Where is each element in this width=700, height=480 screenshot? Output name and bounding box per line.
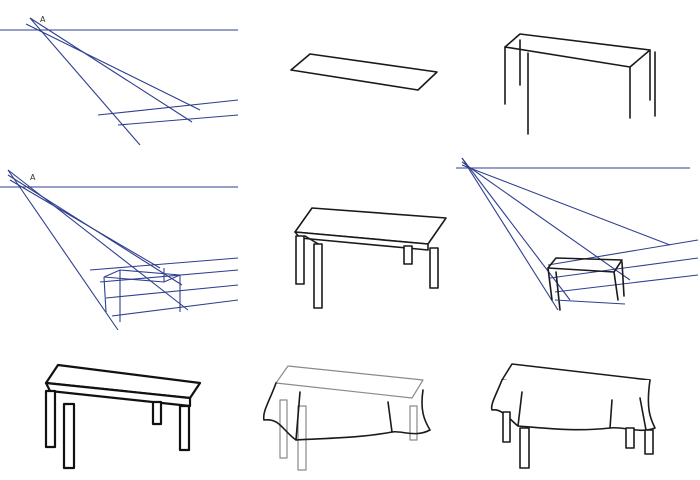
depth-line — [99, 269, 239, 283]
table-leg — [403, 245, 413, 265]
step-2-tabletop-plane — [290, 53, 438, 91]
vanishing-line — [7, 169, 119, 331]
tabletop-outline — [504, 33, 651, 68]
depth-line — [549, 257, 699, 279]
depth-line — [547, 239, 699, 266]
table-leg-ghost — [279, 399, 288, 459]
underframe-edge — [555, 271, 561, 311]
vanishing-line — [461, 157, 571, 301]
step-8-tablecloth-sketch — [262, 365, 431, 471]
tablecloth-drape — [490, 379, 656, 432]
cloth-fold — [639, 397, 647, 431]
depth-line — [105, 284, 239, 299]
table-leg — [519, 427, 530, 469]
underframe-outline — [547, 257, 623, 273]
step-1-vanishing-point-guides: A — [0, 15, 239, 146]
vanishing-point-label: A — [30, 173, 36, 182]
step-6-underframe-construction-guides — [456, 157, 699, 311]
vanishing-line — [29, 17, 193, 123]
cloth-fold — [295, 391, 301, 441]
underframe-edge — [547, 267, 553, 301]
table-leg-ghost — [297, 405, 307, 471]
depth-line — [111, 299, 239, 317]
cloth-fold — [517, 391, 523, 427]
vanishing-line — [461, 161, 631, 281]
cloth-fold — [609, 399, 613, 429]
depth-line — [97, 99, 239, 116]
step-9-table-with-tablecloth — [490, 363, 656, 469]
leg-edge — [103, 276, 107, 313]
table-leg — [295, 235, 305, 285]
tabletop-outline — [290, 53, 438, 91]
table-leg — [151, 400, 163, 426]
step-3-wireframe-table — [504, 33, 656, 135]
depth-line — [89, 257, 239, 271]
vanishing-line — [461, 157, 559, 311]
vanishing-line — [7, 169, 189, 311]
table-leg — [178, 404, 191, 452]
table-leg — [429, 247, 439, 289]
tabletop-ghost — [275, 365, 424, 399]
depth-line — [117, 114, 239, 126]
table-leg — [644, 429, 654, 455]
vanishing-line — [9, 179, 161, 269]
table-leg — [44, 389, 57, 449]
depth-line — [554, 274, 699, 293]
vanishing-line — [461, 164, 671, 246]
step-4-leg-construction-guides: A — [0, 169, 239, 331]
table-leg-ghost — [409, 405, 418, 441]
table-leg — [502, 411, 511, 443]
leg-guide — [554, 299, 626, 305]
step-7-inked-table — [44, 363, 202, 470]
step-5-solid-table — [294, 207, 447, 309]
underframe-edge — [621, 261, 625, 297]
vanishing-line — [29, 17, 141, 146]
table-leg — [62, 402, 76, 470]
cloth-drape — [262, 382, 431, 441]
vanishing-point-label: A — [40, 15, 46, 24]
table-leg — [625, 427, 635, 449]
vanishing-line — [25, 23, 201, 111]
table-leg — [313, 243, 323, 309]
cloth-fold — [387, 401, 393, 433]
underframe-edge — [613, 271, 619, 301]
